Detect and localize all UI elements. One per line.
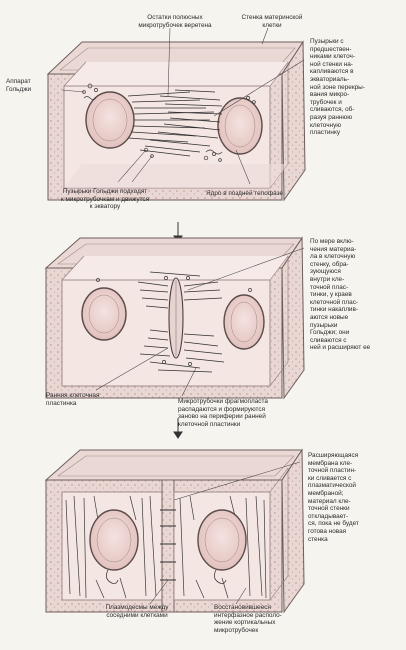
- label-telophase-nucleus: Ядро в поздней телофазе: [206, 190, 283, 197]
- label-plasmodesmata: Плазмодесмы между соседними клетками: [105, 604, 169, 619]
- stage2-nucleus-right: [223, 294, 265, 350]
- label-early-cell-plate: Ранняя клеточная пластинка: [46, 392, 100, 407]
- stage2-phragmoplast: [137, 271, 225, 373]
- stage3-new-cell-wall: [161, 479, 175, 613]
- stage3-plasmodesmata: [160, 509, 176, 581]
- stage3-nucleus-right: [197, 509, 247, 571]
- label-stage3-membrane-note: Расширяющаяся мембрана кле- точной пласт…: [308, 452, 359, 543]
- label-stage2-growth-note: По мере вклю- чения материа- ла в клеточ…: [310, 238, 371, 352]
- label-golgi-apparatus: Аппарат Гольджи: [6, 78, 32, 93]
- stage3-cells: [44, 448, 305, 614]
- stage2-nucleus-left: [81, 287, 127, 341]
- stage1-nucleus-right: [217, 97, 263, 155]
- label-spindle-remnants: Остатки полюсных микротрубочек веретена: [138, 14, 212, 29]
- label-mother-cell-wall: Стенка материнской клетки: [241, 14, 303, 29]
- stage2-cell: [44, 236, 305, 400]
- stage1-cell: [46, 40, 306, 202]
- stage1-golgi-vesicles: [82, 83, 256, 162]
- arrow-stage2-to-stage3: [173, 418, 183, 439]
- stage1-microtubules: [127, 89, 223, 157]
- stage3-cortical-microtubules: [65, 495, 267, 599]
- leader-lines: [61, 27, 305, 605]
- label-stage1-vesicles-note: Пузырьки с предшествен- никами клеточ- н…: [310, 38, 365, 137]
- label-golgi-vesicles: Пузырьки Гольджи подходят к микротрубочк…: [60, 188, 150, 211]
- stage3-nucleus-left: [89, 509, 139, 571]
- label-cortical-microtubules: Восстановившееся интерфазное располо- же…: [214, 604, 282, 634]
- label-phragmoplast-note: Микротрубочки фрагмопласта распадаются и…: [178, 398, 268, 428]
